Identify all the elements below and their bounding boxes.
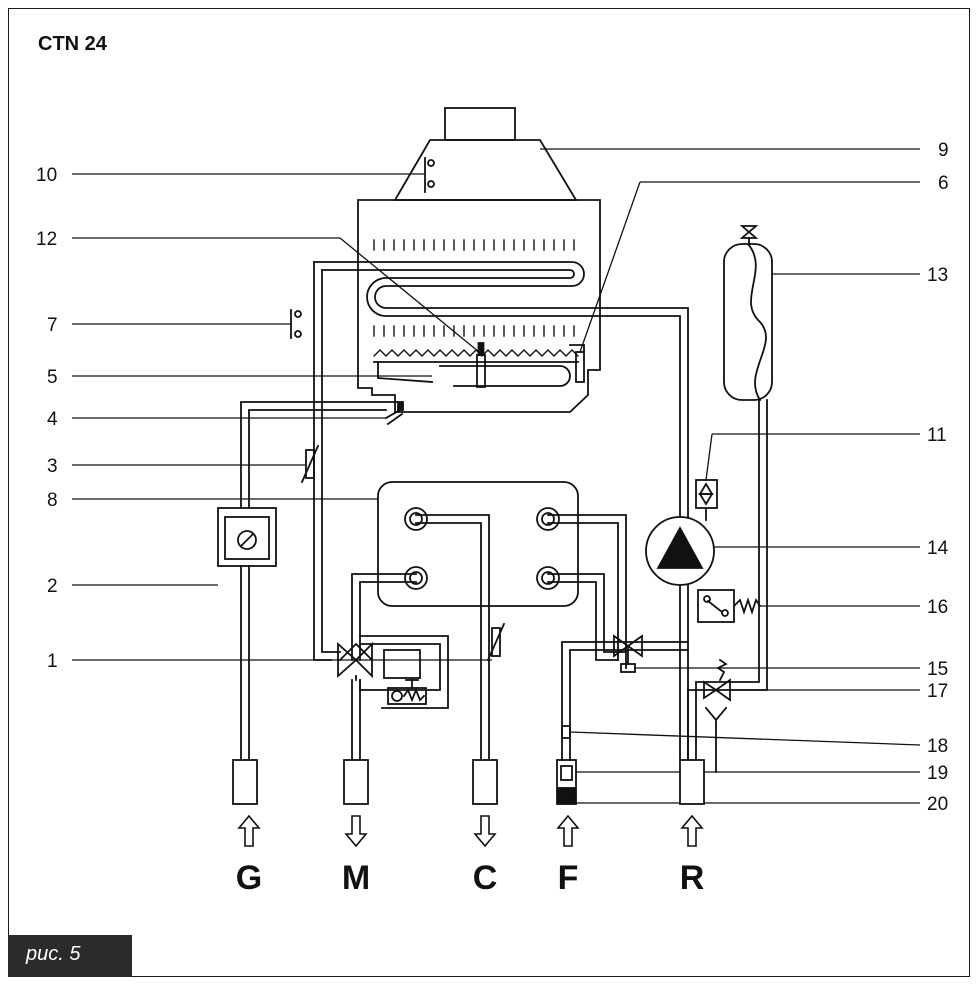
label-20: 20 — [927, 794, 948, 815]
label-18: 18 — [927, 736, 948, 757]
flow-meter — [556, 759, 577, 805]
connection-fittings — [232, 759, 705, 805]
return-pipe-inner — [695, 399, 760, 761]
combustion-chamber — [357, 199, 601, 413]
connection-label-f: F — [558, 859, 579, 897]
three-way-valve — [337, 641, 421, 681]
label-2: 2 — [47, 576, 58, 597]
arrow-m — [344, 815, 368, 848]
flow-switch — [387, 679, 427, 705]
burner — [373, 361, 579, 387]
label-12: 12 — [36, 229, 57, 250]
label-9: 9 — [938, 140, 949, 161]
label-4: 4 — [47, 409, 58, 430]
primary-pipe-a-inner — [547, 522, 619, 661]
label-7: 7 — [47, 315, 58, 336]
primary-pipe-b-inner — [547, 581, 619, 661]
gas-nozzle-icon — [384, 401, 404, 426]
burner-flames — [373, 349, 579, 357]
left-labels: 10 12 7 5 4 3 8 2 1 — [36, 165, 58, 672]
connection-label-g: G — [236, 859, 262, 897]
connection-arrows — [237, 814, 704, 848]
air-vent-icon — [695, 479, 718, 521]
bypass-pipe — [359, 643, 441, 691]
arrow-g — [237, 814, 261, 847]
dhw-thermistor-icon — [486, 622, 506, 662]
circulation-pump — [645, 516, 715, 586]
connection-label-c: C — [473, 859, 498, 897]
dhw-out-pipe-inner — [415, 522, 482, 761]
primary-pipe-b — [547, 573, 627, 653]
label-19: 19 — [927, 763, 948, 784]
diagram-frame — [8, 8, 970, 977]
label-13: 13 — [927, 265, 948, 286]
arrow-c — [473, 815, 497, 848]
label-11: 11 — [927, 425, 947, 446]
arrow-f — [556, 814, 580, 847]
right-labels: 9 6 13 11 14 16 15 17 18 19 20 — [927, 140, 949, 815]
connection-label-r: R — [680, 859, 705, 897]
leader-lines — [72, 148, 921, 804]
safety-thermostat-icon — [290, 309, 302, 339]
dhw-out-pipe — [415, 514, 490, 761]
diagram-title: CTN 24 — [38, 33, 107, 55]
gas-line — [240, 401, 399, 761]
heat-exchanger-fins — [373, 239, 575, 337]
heating-return-plate-inner — [359, 581, 417, 661]
label-17: 17 — [927, 681, 948, 702]
safety-valve — [703, 658, 731, 773]
cold-water-pipe — [561, 641, 689, 761]
flue-sensor-icon — [424, 157, 435, 193]
heat-exchanger-coil — [313, 261, 689, 761]
heating-return-plate — [351, 573, 417, 661]
primary-pipe-a — [547, 514, 627, 669]
label-3: 3 — [47, 456, 58, 477]
heating-flow-pipe-inner — [321, 269, 341, 653]
heating-thermistor-icon — [300, 444, 320, 484]
label-1: 1 — [47, 651, 58, 672]
label-8: 8 — [47, 490, 58, 511]
return-pipe — [687, 399, 768, 761]
pressure-switch — [697, 589, 762, 623]
label-14: 14 — [927, 538, 949, 559]
label-6: 6 — [938, 173, 949, 194]
label-16: 16 — [927, 597, 948, 618]
plate-heat-exchanger — [377, 481, 579, 607]
cold-water-filter — [561, 725, 571, 739]
arrow-r — [680, 814, 704, 847]
bypass-pipe-inner — [359, 635, 449, 709]
figure-caption: рис. 5 — [26, 943, 81, 965]
expansion-vessel — [723, 225, 773, 402]
label-10: 10 — [36, 165, 57, 186]
gas-valve — [217, 507, 277, 567]
cold-water-pipe-inner — [569, 649, 689, 761]
label-15: 15 — [927, 659, 948, 680]
caption-box: рис. 5 — [8, 935, 132, 977]
ignition-electrode-icon — [476, 342, 486, 388]
label-5: 5 — [47, 367, 58, 388]
flue-hood — [393, 107, 578, 201]
connection-label-m: M — [342, 859, 370, 897]
